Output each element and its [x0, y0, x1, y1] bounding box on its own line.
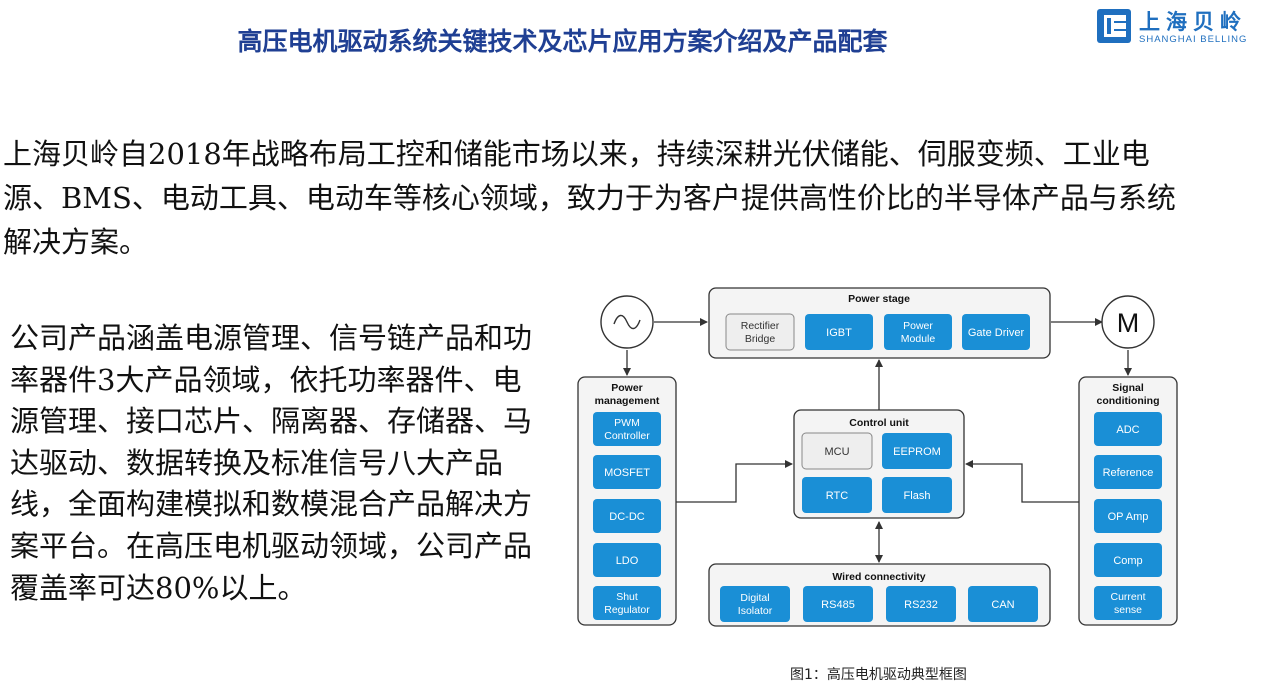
block-current-sense-line1: Current — [1110, 591, 1145, 603]
power-management-title-line1: Power — [611, 382, 643, 394]
page-title: 高压电机驱动系统关键技术及芯片应用方案介绍及产品配套 — [237, 27, 888, 56]
control-unit-title: Control unit — [849, 417, 909, 429]
control-unit-group: Control unit MCU EEPROM RTC Flash — [793, 409, 965, 519]
block-eeprom: EEPROM — [893, 446, 941, 458]
block-mcu: MCU — [824, 446, 849, 458]
motor-icon: M — [1101, 295, 1155, 349]
product-paragraph: 公司产品涵盖电源管理、信号链产品和功率器件3大产品领域，依托功率器件、电源管理、… — [10, 321, 533, 605]
block-rs232: RS232 — [904, 599, 938, 611]
power-management-title-line2: management — [595, 395, 660, 407]
logo-english-name: SHANGHAI BELLING — [1139, 34, 1248, 45]
block-comp: Comp — [1113, 555, 1142, 567]
wired-connectivity-title: Wired connectivity — [832, 571, 925, 583]
block-shut-regulator-line1: Shut — [616, 591, 638, 603]
block-power-module-line2: Module — [901, 333, 936, 345]
block-pwm-controller-line1: PWM — [614, 417, 640, 429]
block-op-amp: OP Amp — [1108, 511, 1149, 523]
block-flash: Flash — [904, 490, 931, 502]
logo-mark-icon — [1097, 9, 1131, 43]
motor-drive-block-diagram: M Power stage Rectifier Bridge IGBT Powe… — [577, 287, 1178, 627]
power-management-group: Power management PWM Controller MOSFET D… — [577, 376, 677, 626]
block-igbt: IGBT — [826, 327, 852, 339]
block-power-module-line1: Power — [903, 320, 933, 332]
power-stage-title: Power stage — [848, 293, 910, 305]
block-mosfet: MOSFET — [604, 467, 650, 479]
block-rtc: RTC — [826, 490, 848, 502]
intro-paragraph: 上海贝岭自2018年战略布局工控和储能市场以来，持续深耕光伏储能、伺服变频、工业… — [3, 137, 1176, 259]
signal-conditioning-title-line1: Signal — [1112, 382, 1144, 394]
signal-conditioning-title-line2: conditioning — [1097, 395, 1160, 407]
company-logo: 上海贝岭 SHANGHAI BELLING — [1095, 6, 1271, 46]
block-digital-isolator-line1: Digital — [740, 592, 769, 604]
block-reference: Reference — [1103, 467, 1154, 479]
logo-chinese-name: 上海贝岭 — [1139, 10, 1247, 34]
block-ldo: LDO — [616, 555, 639, 567]
block-dc-dc: DC-DC — [609, 511, 644, 523]
block-gate-driver: Gate Driver — [968, 327, 1025, 339]
block-current-sense-line2: sense — [1114, 604, 1142, 616]
block-adc: ADC — [1116, 424, 1139, 436]
ac-source-icon — [600, 295, 654, 349]
block-pwm-controller-line2: Controller — [604, 430, 650, 442]
motor-label: M — [1117, 308, 1140, 338]
signal-conditioning-group: Signal conditioning ADC Reference OP Amp… — [1078, 376, 1178, 626]
block-digital-isolator-line2: Isolator — [738, 605, 773, 617]
block-rectifier-bridge-line2: Bridge — [745, 333, 776, 345]
power-stage-group: Power stage Rectifier Bridge IGBT Power … — [708, 287, 1051, 359]
block-rectifier-bridge-line1: Rectifier — [741, 320, 780, 332]
figure-caption: 图1：高压电机驱动典型框图 — [790, 667, 967, 683]
wired-connectivity-group: Wired connectivity Digital Isolator RS48… — [708, 563, 1051, 627]
block-can: CAN — [991, 599, 1014, 611]
block-rs485: RS485 — [821, 599, 855, 611]
block-shut-regulator-line2: Regulator — [604, 604, 650, 616]
